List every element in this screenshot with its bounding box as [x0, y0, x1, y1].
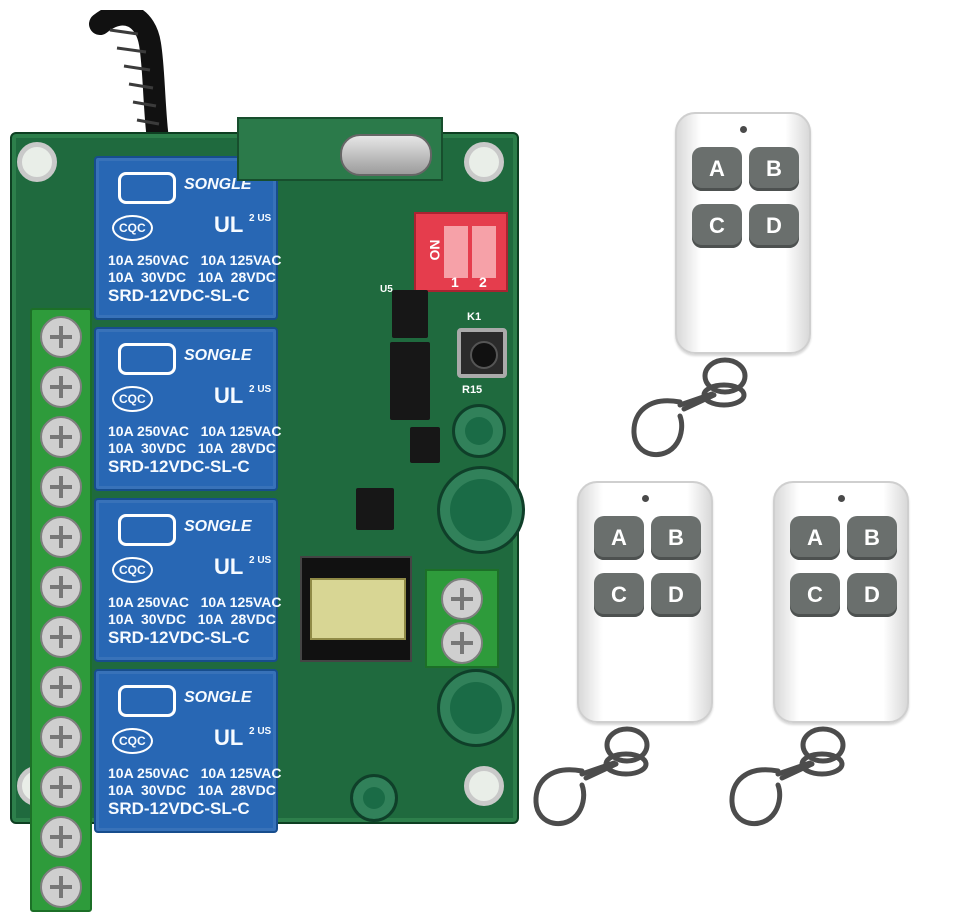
terminal-screw [40, 666, 82, 708]
bridge-rectifier [356, 488, 394, 530]
ul-region: 2 US [249, 213, 272, 224]
relay-2: SONGLE CQC UL 2 US 10A 250VAC 10A 125VAC… [94, 327, 282, 491]
ic-chip [392, 290, 428, 338]
relay-circuit-board: SONGLE CQC UL 2 US 10A 250VAC 10A 125VAC… [10, 117, 525, 912]
terminal-screw [40, 566, 82, 608]
ul-mark: UL [214, 383, 244, 408]
remote-button-b[interactable]: B [847, 516, 897, 560]
terminal-screw [40, 416, 82, 458]
relay-rating: 10A 250VAC 10A 125VAC 10A 30VDC 10A 28VD… [108, 594, 282, 627]
remote-button-d[interactable]: D [847, 573, 897, 617]
dip-label-1: 1 [451, 274, 459, 290]
dip-switch-2 [472, 226, 496, 278]
large-capacitor [437, 669, 515, 747]
remote-button-a[interactable]: A [692, 147, 742, 191]
learn-button [457, 328, 507, 378]
relay-rating: 10A 250VAC 10A 125VAC 10A 30VDC 10A 28VD… [108, 423, 282, 456]
capacitor [452, 404, 506, 458]
relay-rating: 10A 250VAC 10A 125VAC 10A 30VDC 10A 28VD… [108, 252, 282, 285]
decoder-ic [390, 342, 430, 420]
terminal-screw [40, 866, 82, 908]
output-terminal-block [30, 308, 92, 912]
r15-label: R15 [462, 384, 483, 396]
terminal-screw [40, 316, 82, 358]
relay-brand: SONGLE [184, 176, 252, 193]
dip-switch-1 [444, 226, 468, 278]
power-terminal-block [425, 569, 499, 668]
ul-region: 2 US [249, 726, 272, 737]
cqc-mark: CQC [112, 215, 153, 241]
large-capacitor [437, 466, 525, 554]
terminal-screw [40, 616, 82, 658]
remote-button-c[interactable]: C [790, 573, 840, 617]
terminal-screw [40, 516, 82, 558]
keychain-clasp-icon [631, 357, 748, 458]
status-led-icon [740, 126, 747, 133]
remote-control[interactable]: A B C D [773, 481, 909, 723]
keychain-clasp-icon [729, 726, 846, 827]
ul-region: 2 US [249, 384, 272, 395]
mounting-hole [464, 142, 504, 182]
relay-model: SRD-12VDC-SL-C [108, 628, 250, 647]
terminal-screw [40, 716, 82, 758]
terminal-screw [441, 622, 483, 664]
remote-control[interactable]: A B C D [577, 481, 713, 723]
relay-model: SRD-12VDC-SL-C [108, 286, 250, 305]
remote-button-c[interactable]: C [692, 204, 742, 248]
ul-mark: UL [214, 554, 244, 579]
ul-region: 2 US [249, 555, 272, 566]
ul-mark: UL [214, 725, 244, 750]
k1-label: K1 [467, 311, 482, 323]
mounting-hole [464, 766, 504, 806]
relay-1: SONGLE CQC UL 2 US 10A 250VAC 10A 125VAC… [94, 156, 282, 320]
remote-button-a[interactable]: A [594, 516, 644, 560]
relay-3: SONGLE CQC UL 2 US 10A 250VAC 10A 125VAC… [94, 498, 282, 662]
regulator-ic [410, 427, 440, 463]
songle-logo-icon [118, 172, 176, 204]
remote-button-b[interactable]: B [651, 516, 701, 560]
ul-mark: UL [214, 212, 244, 237]
transformer [300, 556, 412, 662]
relay-brand: SONGLE [184, 689, 252, 706]
relay-brand: SONGLE [184, 347, 252, 364]
remote-button-a[interactable]: A [790, 516, 840, 560]
crystal-oscillator [340, 134, 432, 176]
remote-button-d[interactable]: D [651, 573, 701, 617]
remote-button-d[interactable]: D [749, 204, 799, 248]
transformer-core [310, 578, 406, 640]
u5-label: U5 [380, 284, 393, 295]
relay-model: SRD-12VDC-SL-C [108, 457, 250, 476]
relay-4: SONGLE CQC UL 2 US 10A 250VAC 10A 125VAC… [94, 669, 282, 833]
dip-on-label: ON [426, 239, 443, 261]
status-led-icon [838, 495, 845, 502]
terminal-screw [441, 578, 483, 620]
keychain-clasp-icon [533, 726, 650, 827]
songle-logo-icon [118, 514, 176, 546]
cqc-mark: CQC [112, 728, 153, 754]
cqc-mark: CQC [112, 386, 153, 412]
remote-button-b[interactable]: B [749, 147, 799, 191]
mounting-hole [17, 142, 57, 182]
relay-rating: 10A 250VAC 10A 125VAC 10A 30VDC 10A 28VD… [108, 765, 282, 798]
dip-switch: ON 1 2 [414, 212, 508, 292]
dip-label-2: 2 [479, 274, 487, 290]
terminal-screw [40, 366, 82, 408]
relay-model: SRD-12VDC-SL-C [108, 799, 250, 818]
cqc-mark: CQC [112, 557, 153, 583]
small-capacitor [350, 774, 398, 822]
songle-logo-icon [118, 343, 176, 375]
terminal-screw [40, 766, 82, 808]
terminal-screw [40, 816, 82, 858]
remote-control[interactable]: A B C D [675, 112, 811, 354]
relay-brand: SONGLE [184, 518, 252, 535]
terminal-screw [40, 466, 82, 508]
songle-logo-icon [118, 685, 176, 717]
remote-button-c[interactable]: C [594, 573, 644, 617]
status-led-icon [642, 495, 649, 502]
